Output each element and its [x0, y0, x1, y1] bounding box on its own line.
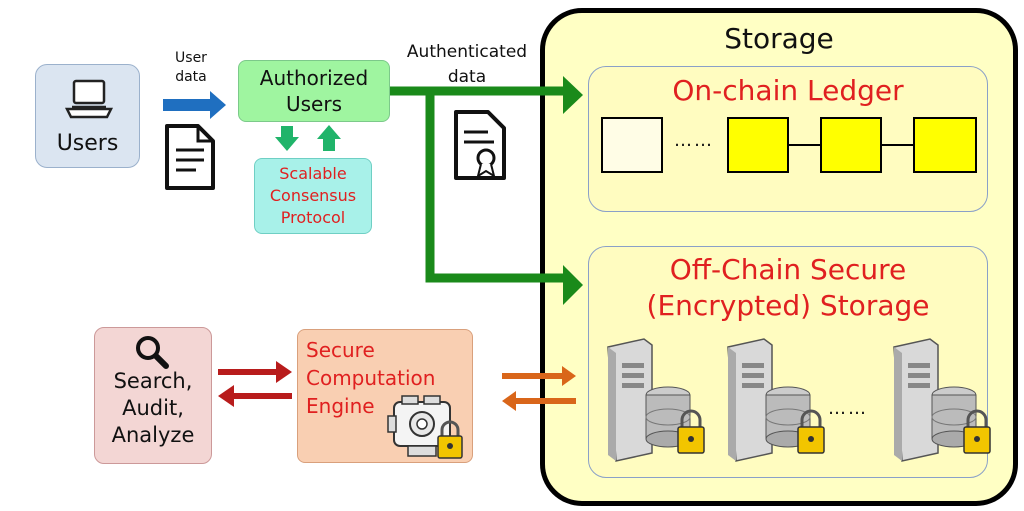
red-arrow-left — [218, 385, 292, 407]
certificate-icon — [454, 110, 506, 180]
sce-line3: Engine — [306, 394, 375, 418]
server-icon — [893, 338, 991, 462]
up-arrow — [317, 125, 341, 151]
users-box: Users — [35, 64, 140, 168]
ledger-block — [820, 117, 882, 173]
document-icon — [165, 124, 215, 190]
offchain-line1: Off-Chain Secure — [669, 253, 907, 286]
authorized-line2: Users — [285, 92, 342, 116]
sce-line2: Computation — [306, 366, 436, 390]
consensus-line2: Consensus — [269, 186, 357, 205]
padlock-icon — [437, 420, 463, 459]
red-arrow-right — [218, 361, 292, 383]
padlock-icon — [963, 409, 991, 454]
storage-title: Storage — [724, 22, 834, 55]
authenticated-line1: Authenticated — [406, 42, 528, 62]
user-data-label: User data — [166, 49, 216, 87]
consensus-line1: Scalable — [279, 164, 347, 183]
server-dots: …… — [828, 398, 868, 419]
search-audit-analyze-box: Search, Audit, Analyze — [94, 327, 212, 464]
offchain-line2: (Encrypted) Storage — [646, 289, 930, 322]
ledger-dots: …… — [674, 130, 714, 151]
authenticated-data-label: Authenticated data — [396, 40, 538, 90]
engine-icon — [387, 395, 463, 459]
laptop-icon — [64, 79, 114, 119]
user-data-line1: User — [175, 50, 207, 66]
onchain-ledger-title: On-chain Ledger — [672, 74, 904, 107]
search-line1: Search, — [113, 369, 193, 393]
search-line2: Audit, — [122, 396, 184, 420]
server-icon — [727, 338, 825, 462]
consensus-protocol-box: Scalable Consensus Protocol — [254, 158, 372, 234]
authenticated-flow-line — [390, 86, 565, 283]
sce-line1: Secure — [306, 338, 375, 362]
authorized-line1: Authorized — [259, 66, 369, 90]
secure-computation-engine-box: Secure Computation Engine — [297, 329, 473, 463]
authenticated-line2: data — [447, 67, 487, 87]
offchain-storage-title: Off-Chain Secure (Encrypted) Storage — [588, 252, 988, 324]
ledger-block-empty — [601, 117, 663, 173]
users-label: Users — [56, 131, 119, 156]
ledger-block — [727, 117, 789, 173]
consensus-line3: Protocol — [280, 208, 346, 227]
down-arrow — [275, 126, 299, 151]
ledger-block — [913, 117, 977, 173]
magnifier-icon — [136, 336, 169, 369]
search-line3: Analyze — [111, 423, 195, 447]
user-data-arrow — [163, 91, 226, 119]
server-icon — [607, 338, 705, 462]
authorized-users-box: Authorized Users — [238, 60, 390, 122]
user-data-line2: data — [175, 69, 207, 85]
padlock-icon — [677, 409, 705, 454]
padlock-icon — [797, 409, 825, 454]
